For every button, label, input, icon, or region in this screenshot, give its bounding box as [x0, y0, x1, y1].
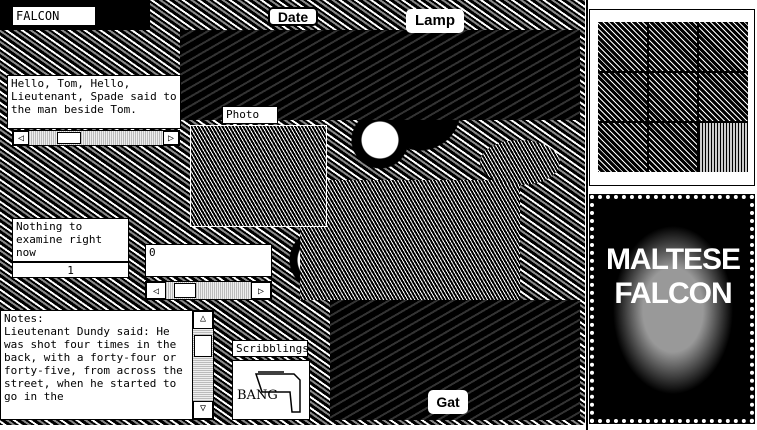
examine-text-field: Nothing to examine right now: [12, 218, 129, 262]
date-button[interactable]: Date: [268, 7, 318, 26]
ashtray-object[interactable]: [480, 140, 560, 185]
sketch-text: BANG: [237, 388, 278, 403]
compass-object[interactable]: [300, 180, 520, 300]
arrow-left-icon[interactable]: ◁: [146, 282, 166, 299]
counter-field: 0: [145, 244, 272, 277]
scribblings-sketch[interactable]: BANG: [232, 360, 310, 420]
arrow-right-icon[interactable]: ▷: [163, 131, 179, 145]
notes-field[interactable]: Notes: Lieutenant Dundy said: He was sho…: [0, 310, 193, 420]
counter-scrollbar[interactable]: ◁ ▷: [145, 281, 272, 300]
dialog-scrollbar[interactable]: ◁ ▷: [12, 130, 180, 146]
arrow-right-icon[interactable]: ▷: [251, 282, 271, 299]
scribblings-label: Scribblings: [232, 340, 308, 357]
notes-scrollbar[interactable]: △ ▽: [192, 310, 214, 420]
thumbnail-grid[interactable]: [598, 22, 748, 172]
examine-count-field: 1: [12, 262, 129, 278]
falcon-label: FALCON: [12, 6, 96, 26]
scroll-thumb[interactable]: [194, 335, 212, 357]
photo-object[interactable]: [190, 125, 327, 227]
desk-shadow: [180, 30, 580, 120]
arrow-left-icon[interactable]: ◁: [13, 131, 29, 145]
scroll-thumb[interactable]: [174, 283, 196, 298]
lamp-button[interactable]: Lamp: [406, 9, 464, 33]
dialog-text-field: Hello, Tom, Hello, Lieutenant, Spade sai…: [7, 75, 181, 129]
arrow-up-icon[interactable]: △: [193, 311, 213, 329]
photo-label[interactable]: Photo: [222, 106, 278, 124]
arrow-down-icon[interactable]: ▽: [193, 401, 213, 419]
scroll-thumb[interactable]: [57, 132, 81, 144]
gat-button[interactable]: Gat: [428, 390, 468, 414]
gun-sketch-icon: [254, 371, 301, 413]
maltese-falcon-poster[interactable]: MALTESE FALCON: [598, 205, 748, 415]
